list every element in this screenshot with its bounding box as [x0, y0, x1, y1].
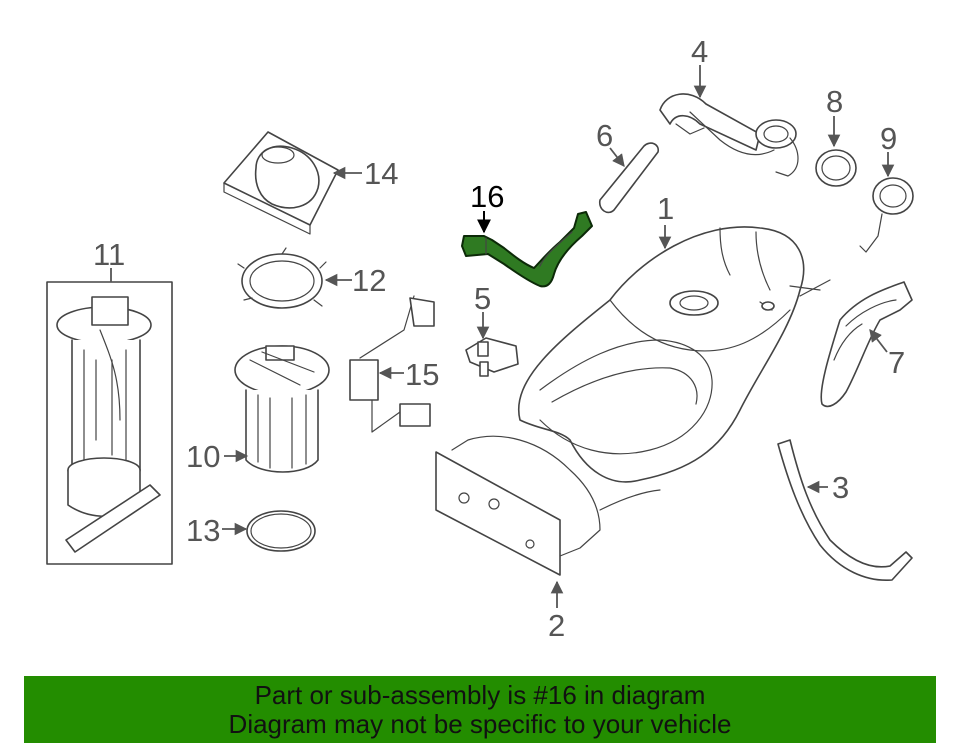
part-10-fuel-pump[interactable]: [234, 345, 330, 473]
callout-15: 15: [405, 357, 439, 392]
part-11-fuel-pump-module[interactable]: [46, 281, 173, 565]
part-7-heat-shield[interactable]: [820, 281, 913, 408]
callout-4: 4: [691, 34, 708, 69]
part-2-skid-plate[interactable]: [435, 435, 661, 576]
part-4-filler-neck[interactable]: [659, 93, 799, 177]
callout-11: 11: [93, 237, 125, 272]
callout-8: 8: [826, 84, 843, 119]
info-banner: Part or sub-assembly is #16 in diagram D…: [24, 676, 936, 743]
callout-13: 13: [186, 513, 220, 548]
part-14-pump-cover[interactable]: [223, 131, 339, 235]
part-6-hose[interactable]: [598, 142, 660, 214]
callout-3: 3: [832, 470, 849, 505]
part-13-o-ring[interactable]: [246, 510, 316, 552]
part-3-tank-strap[interactable]: [777, 439, 913, 581]
callout-1: 1: [657, 191, 674, 226]
callout-5: 5: [474, 281, 491, 316]
callout-labels: 1 2 3 4 5 6 7 8 9 10 11 12 13 14 15 16: [93, 34, 905, 643]
callout-12: 12: [352, 263, 386, 298]
part-8-seal[interactable]: [815, 149, 857, 187]
callout-10: 10: [186, 439, 220, 474]
callout-6: 6: [596, 118, 613, 153]
parts-diagram: 1 2 3 4 5 6 7 8 9 10 11 12 13 14 15 16: [46, 34, 914, 643]
part-12-lock-ring[interactable]: [237, 247, 327, 309]
leader-lines: [110, 65, 895, 608]
part-16-vent-hose[interactable]: [461, 211, 593, 288]
callout-2: 2: [548, 608, 565, 643]
banner-line-2: Diagram may not be specific to your vehi…: [228, 708, 732, 739]
callout-14: 14: [364, 156, 398, 191]
part-9-fuel-cap[interactable]: [859, 177, 914, 253]
banner-line-1: Part or sub-assembly is #16 in diagram: [254, 679, 706, 710]
callout-16: 16: [470, 179, 504, 214]
callout-9: 9: [880, 121, 897, 156]
part-5-clip[interactable]: [465, 337, 519, 377]
part-1-fuel-tank[interactable]: [517, 226, 831, 483]
part-15-level-sender[interactable]: [349, 295, 435, 433]
callout-7: 7: [888, 345, 905, 380]
